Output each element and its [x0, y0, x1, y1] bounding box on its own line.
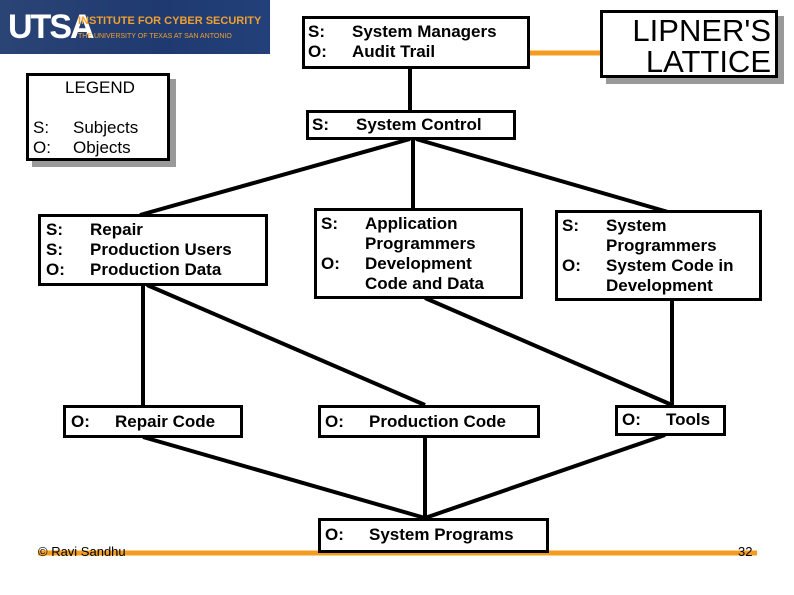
legend-text: Objects — [73, 138, 131, 157]
node-text: Tools — [666, 410, 711, 429]
node-key: O: — [46, 260, 65, 279]
node-key: O: — [562, 256, 581, 275]
node-repair-code: O: Repair Code — [63, 405, 243, 438]
node-system-programmers: S: System Programmers O: System Code in De… — [555, 210, 762, 301]
edge — [146, 283, 426, 407]
node-text: System Programs — [369, 525, 514, 544]
legend-heading: LEGEND — [65, 78, 135, 97]
legend-text: Subjects — [73, 118, 139, 137]
node-text: Repair Code — [115, 412, 216, 431]
logo-line2: THE UNIVERSITY OF TEXAS AT SAN ANTONIO — [78, 33, 232, 40]
node-text: Production Users — [90, 240, 232, 259]
node-key: S: — [308, 22, 325, 41]
page-number: 32 — [738, 544, 753, 559]
node-system-managers: S: System Managers O: Audit Trail — [302, 16, 530, 69]
node-text: Development Code and Data — [365, 254, 485, 293]
node-key: O: — [321, 254, 340, 273]
node-key: O: — [325, 412, 344, 431]
edge — [424, 433, 666, 520]
edge — [424, 296, 673, 407]
node-text: Production Data — [90, 260, 222, 279]
node-key: O: — [71, 412, 90, 431]
node-text: System Code in Development — [606, 256, 734, 295]
node-tools: O: Tools — [615, 405, 726, 436]
title-line2: LATTICE — [645, 44, 771, 79]
title-box: LIPNER'S LATTICE — [600, 10, 778, 78]
node-key: S: — [562, 216, 579, 235]
edge — [415, 137, 669, 214]
node-key: O: — [308, 42, 327, 61]
node-text: Application Programmers — [365, 214, 476, 253]
node-key: O: — [325, 525, 344, 544]
logo-line1: INSTITUTE FOR CYBER SECURITY — [78, 15, 262, 27]
legend-box: LEGEND S: Subjects O: Objects — [26, 73, 170, 161]
node-text: System Managers — [352, 22, 497, 41]
title-line1: LIPNER'S — [632, 13, 771, 48]
legend-key: O: — [33, 138, 51, 157]
node-key: S: — [46, 220, 63, 239]
node-key: S: — [46, 240, 63, 259]
node-production-code: O: Production Code — [318, 405, 540, 438]
node-text: System Programmers — [606, 216, 717, 255]
footer-author: © Ravi Sandhu — [38, 544, 126, 559]
edge — [139, 137, 411, 217]
node-system-control: S: System Control — [306, 110, 516, 140]
node-key: S: — [321, 214, 338, 233]
node-text: Repair — [90, 220, 143, 239]
node-text: Production Code — [369, 412, 506, 431]
node-key: O: — [622, 410, 641, 429]
node-production: S: Repair S: Production Users O: Production… — [38, 214, 268, 286]
node-key: S: — [312, 115, 329, 134]
utsa-logo: UTSA INSTITUTE FOR CYBER SECURITY THE UN… — [0, 0, 270, 54]
logo-brand: UTSA — [8, 8, 95, 46]
node-application: S: Application Programmers O: Development … — [314, 208, 523, 299]
legend-key: S: — [33, 118, 50, 137]
node-text: Audit Trail — [352, 42, 436, 61]
node-system-programs: O: System Programs — [318, 518, 549, 553]
node-text: System Control — [356, 115, 482, 134]
edge — [142, 435, 426, 520]
